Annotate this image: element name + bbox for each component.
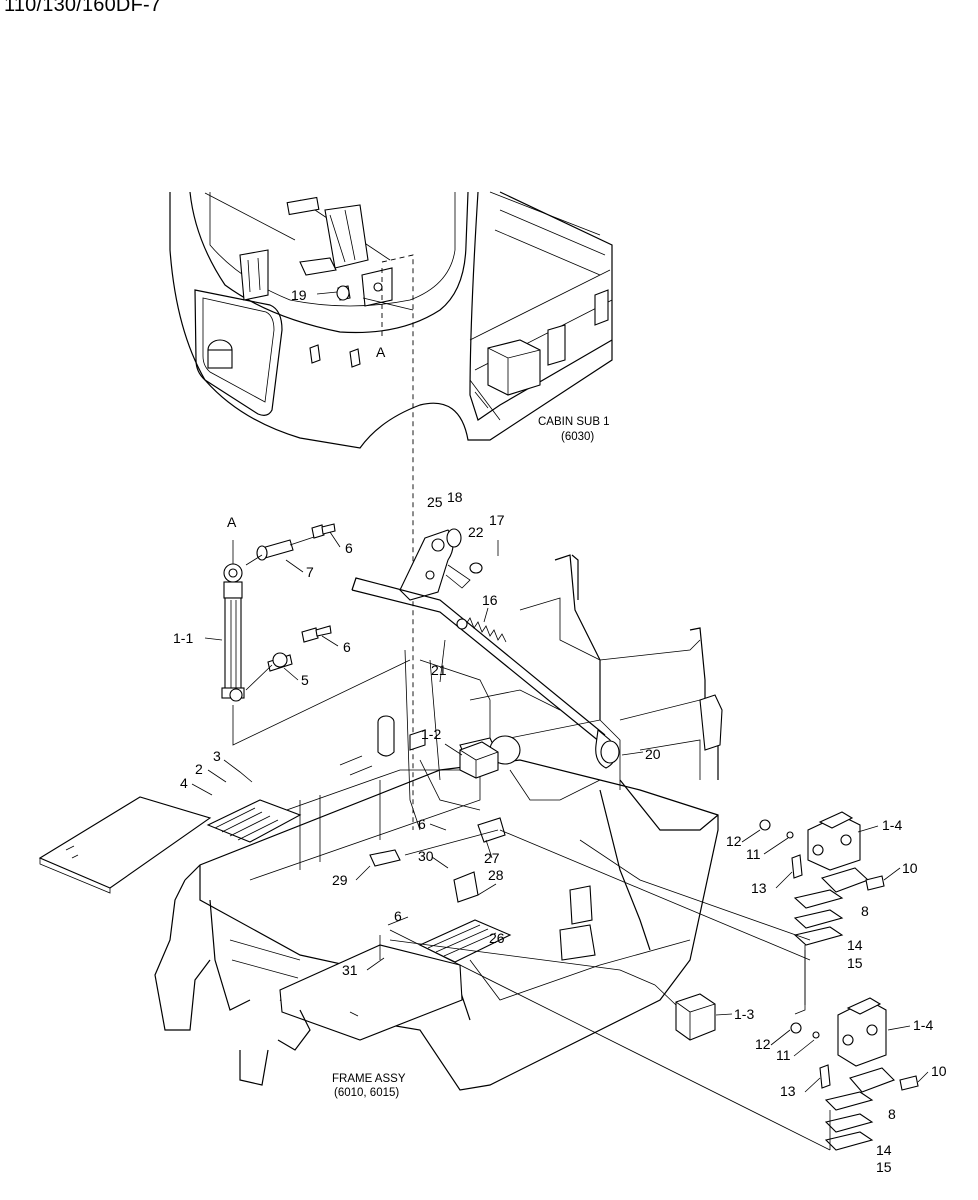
callout-13: 13 (780, 1083, 796, 1099)
callout-16: 16 (482, 592, 498, 608)
callout-14: 14 (876, 1142, 892, 1158)
callout-10: 10 (931, 1063, 947, 1079)
callout-31: 31 (342, 962, 358, 978)
switch-1-3 (654, 984, 716, 1041)
callout-26: 26 (489, 930, 505, 946)
callout-5: 5 (301, 672, 309, 688)
callout-25: 25 (427, 494, 443, 510)
leader-19 (362, 297, 414, 311)
pin-and-bolt-set (245, 523, 336, 691)
callout-18: 18 (447, 489, 463, 505)
callout-6: 6 (394, 908, 402, 924)
callout-15: 15 (876, 1159, 892, 1175)
cabin-assembly-name: CABIN SUB 1 (538, 416, 610, 428)
page-title: 110/130/160DF-7 (4, 0, 162, 16)
callout-6: 6 (418, 816, 426, 832)
callout-7: 7 (306, 564, 314, 580)
connection-lines (379, 829, 831, 1151)
callout-6: 6 (345, 540, 353, 556)
callout-28: 28 (488, 867, 504, 883)
callout-12: 12 (755, 1036, 771, 1052)
callout-3: 3 (213, 748, 221, 764)
callout-4: 4 (180, 775, 188, 791)
callout-13: 13 (751, 880, 767, 896)
callout-15: 15 (847, 955, 863, 971)
cabin-sub-assembly (169, 191, 613, 449)
callout-30: 30 (418, 848, 434, 864)
callout-21: 21 (431, 662, 447, 678)
callout-1-2: 1-2 (421, 726, 441, 742)
callout-6: 6 (343, 639, 351, 655)
callout-10: 10 (902, 860, 918, 876)
frame-assembly (38, 554, 723, 1091)
callout-8: 8 (861, 903, 869, 919)
alignment-line-a (381, 254, 414, 830)
callout-A: A (376, 344, 386, 360)
cabin-assembly-code: (6030) (561, 431, 594, 443)
lock-lever-linkage (351, 528, 620, 769)
switch-assembly-upper (759, 811, 885, 1015)
callout-22: 22 (468, 524, 484, 540)
callout-1-3: 1-3 (734, 1006, 754, 1022)
callout-1-4: 1-4 (882, 817, 902, 833)
callout-A-cylinder: A (227, 514, 237, 530)
callout-11: 11 (776, 1047, 791, 1063)
callout-14: 14 (847, 937, 863, 953)
callout-1-1: 1-1 (173, 630, 193, 646)
callout-29: 29 (332, 872, 348, 888)
callout-19: 19 (291, 287, 307, 303)
switch-1-2 (459, 741, 499, 779)
callout-17: 17 (489, 512, 505, 528)
callout-1-4: 1-4 (913, 1017, 933, 1033)
frame-assembly-name: FRAME ASSY (332, 1073, 406, 1085)
switch-assembly-lower (790, 997, 919, 1151)
callout-12: 12 (726, 833, 742, 849)
callout-leaders (191, 291, 929, 1093)
assembly-labels: CABIN SUB 1 (6030) FRAME ASSY (6010, 601… (332, 416, 610, 1099)
callout-8: 8 (888, 1106, 896, 1122)
callout-11: 11 (746, 846, 761, 862)
lift-cylinder (221, 540, 411, 746)
callout-2: 2 (195, 761, 203, 777)
callout-20: 20 (645, 746, 661, 762)
part-callouts: 19 A 25 18 22 17 A 6 7 16 1-1 6 21 5 1-2… (173, 287, 947, 1175)
frame-assembly-code: (6010, 6015) (334, 1087, 399, 1099)
